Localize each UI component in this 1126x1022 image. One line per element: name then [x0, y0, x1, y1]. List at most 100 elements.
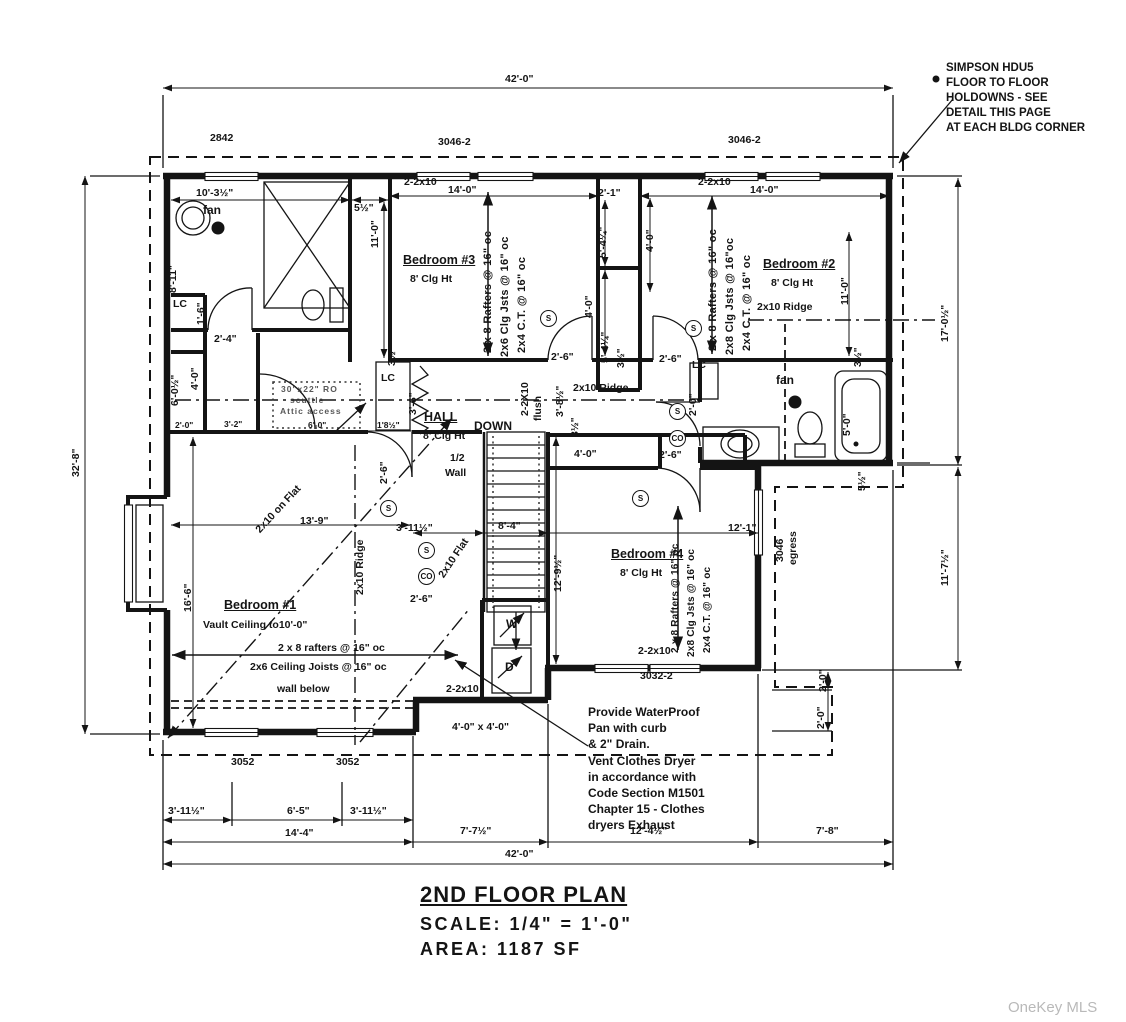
dim-2-6-hall-bottom: 2'-6" — [410, 593, 433, 605]
dim-5-4q-b: 5'-4¼" — [599, 331, 611, 363]
dim-11-0-b2: 11'-0" — [839, 277, 851, 305]
corner-note-bullet — [932, 75, 940, 83]
laundry-fixtures — [491, 605, 532, 694]
dryer-note-line1: Provide WaterProof — [588, 705, 700, 719]
joists-bedroom3: 2x6 Clg Jsts @ 16" oc — [499, 236, 511, 357]
dim-3-11h-mid: 3'-11½" — [396, 522, 433, 534]
dim-3-11h-b: 3'-11½" — [350, 805, 387, 817]
dim-4x4-chase: 4'-0" x 4'-0" — [452, 721, 509, 733]
smoke-detector-bedroom1: S — [380, 500, 397, 517]
dim-11-7h: 11'-7½" — [939, 549, 951, 586]
dim-12-9h: 12'-9½" — [552, 554, 564, 592]
rafters-bedroom1: 2 x 8 rafters @ 16" oc — [278, 642, 385, 654]
collar-bedroom3: 2x4 C.T. @ 16" oc — [516, 256, 528, 353]
dim-4-0-chase-a: 4'-0" — [644, 229, 656, 252]
dim-3h-stair: 3½" — [569, 417, 581, 437]
stair-header-label: 2-2X10 — [519, 382, 531, 416]
dryer-note-line5: in accordance with — [588, 770, 697, 784]
collar-bedroom2: 2x4 C.T. @ 16" oc — [741, 254, 753, 351]
linen-right: LC — [692, 359, 706, 371]
dim-3-2: 3'-2" — [224, 419, 243, 429]
window-label-3052-a: 3052 — [231, 756, 255, 768]
co-detector-rhall: CO — [669, 430, 686, 447]
linen-closet-right — [689, 362, 719, 400]
attic-note-line3: Attic access — [280, 406, 342, 416]
corner-note-line4: DETAIL THIS PAGE — [946, 107, 1051, 119]
dim-2-1: 2'-1" — [598, 187, 621, 199]
header-2-2x10-b3: 2-2x10 — [404, 176, 437, 188]
linen-left: LC — [173, 298, 187, 310]
watermark: OneKey MLS — [1008, 999, 1098, 1016]
rafters-bedroom3: 2 x 8 Rafters @ 16" oc — [482, 230, 494, 353]
dim-5h-tub: 5½" — [856, 471, 868, 491]
ceiling-bedroom4: 8' Clg Ht — [620, 567, 663, 579]
joists-bedroom4: 2x8 Clg Jsts @ 16" oc — [686, 548, 697, 657]
toilet-right — [797, 411, 823, 445]
smoke-detector-rhall: S — [669, 403, 686, 420]
dim-2-0-a: 2'-0" — [817, 669, 829, 692]
window-label-3032-2: 3032-2 — [640, 670, 673, 682]
dim-42-0-top: 42'-0" — [505, 73, 534, 85]
room-name-bedroom1: Bedroom #1 — [224, 598, 297, 612]
corner-note-line2: FLOOR TO FLOOR — [946, 77, 1049, 89]
dim-2-4: 2'-4" — [214, 333, 237, 345]
fan-dot-left — [211, 221, 225, 235]
half-wall-label-2: Wall — [445, 467, 467, 479]
header-2-2x10-b4: 2-2x10 — [638, 645, 671, 657]
dim-6-0: 6'-0" — [308, 420, 327, 430]
dim-42-0-bottom: 42'-0" — [505, 848, 534, 860]
rafters-bedroom4: 2 x 8 Rafters @ 16" oc — [670, 543, 681, 654]
dryer-note-line6: Code Section M1501 — [588, 786, 705, 800]
linen-mid: LC — [381, 372, 395, 384]
dim-16-6: 16'-6" — [182, 583, 194, 613]
room-name-bedroom3: Bedroom #3 — [403, 253, 476, 267]
dryer-note-leader — [454, 659, 589, 747]
ceiling-hall: 8' Clg Ht — [423, 430, 466, 442]
dimension-lines — [81, 84, 962, 870]
window-label-3046-2-left: 3046-2 — [438, 136, 471, 148]
egress-window-label-1: 3046 — [774, 538, 786, 562]
room-name-hall: HALL — [424, 410, 458, 424]
dim-14-4: 14'-4" — [285, 827, 314, 839]
dim-8-11: 8'-11" — [167, 265, 179, 293]
corner-note-line1: SIMPSON HDU5 — [946, 62, 1034, 74]
ridge-bedroom2: 2x10 Ridge — [757, 301, 813, 313]
dim-4-0-closet: 4'-0" — [574, 448, 597, 460]
dim-3-11h-a: 3'-11½" — [168, 805, 205, 817]
dim-2-6-rhall: 2'-6" — [659, 449, 682, 461]
washer-box — [493, 605, 532, 646]
sheet-title: 2ND FLOOR PLAN — [420, 882, 628, 907]
stair-flush-label: flush — [532, 395, 544, 421]
dim-2-0-b: 2'-0" — [815, 706, 827, 729]
dim-3-8h: 3'-8½" — [554, 385, 566, 417]
fan-dot-right — [788, 395, 802, 409]
dim-7-8: 7'-8" — [816, 825, 839, 837]
overhang-dashed-outline — [149, 156, 904, 756]
dryer-note-line8: dryers Exhaust — [588, 818, 675, 832]
vanity-right — [702, 426, 780, 462]
ridge-hall: 2x10 Ridge — [573, 382, 629, 394]
shower — [263, 181, 351, 309]
dryer-letter: D — [505, 660, 514, 674]
joists-bedroom1: 2x6 Ceiling Joists @ 16" oc — [250, 661, 387, 673]
dryer-note-line7: Chapter 15 - Clothes — [588, 802, 705, 816]
dim-5-0-tub: 5'-0" — [841, 413, 853, 436]
header-2-2x10-laundry: 2-2x10 — [446, 683, 479, 695]
dim-5h-top: 5½" — [354, 202, 374, 214]
joists-bedroom2: 2x8 Clg Jsts @ 16"oc — [724, 237, 736, 355]
ceiling-bedroom3: 8' Clg Ht — [410, 273, 453, 285]
fan-label-left: fan — [203, 203, 221, 217]
dim-3h-b3: 3½" — [386, 346, 398, 366]
dim-10-3h: 10'-3½" — [196, 187, 234, 199]
corner-note-leader — [898, 98, 954, 164]
ceiling-bedroom2: 8' Clg Ht — [771, 277, 814, 289]
smoke-detector-bedroom4: S — [632, 490, 649, 507]
window-label-3046-2-right: 3046-2 — [728, 134, 761, 146]
wall-below-label: wall below — [277, 683, 330, 695]
dim-2-0-hallrow: 2'-0" — [175, 420, 194, 430]
sheet-area: AREA: 1187 SF — [420, 939, 582, 959]
dim-1-6: 1'-6" — [195, 302, 207, 325]
dim-6-0h: 6'-0½" — [169, 374, 181, 406]
